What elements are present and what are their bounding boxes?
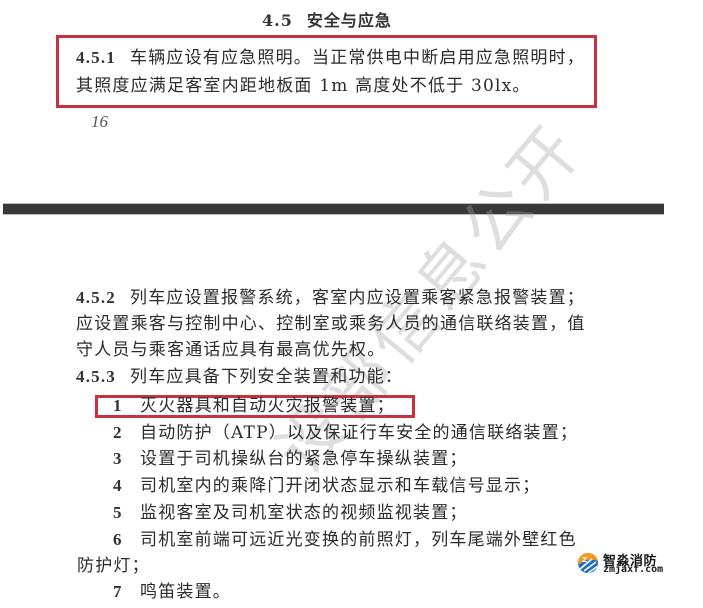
clause-text: 守人员与乘客通话应具有最高优先权。	[76, 340, 386, 360]
clause-text: 列车应具备下列安全装置和功能：	[130, 367, 403, 387]
section-heading: 4.5 安全与应急	[262, 7, 392, 31]
clause-4-5-2-line2: 应设置乘客与控制中心、控制室或乘务人员的通信联络装置，值	[76, 311, 586, 337]
section-title: 安全与应急	[306, 11, 392, 30]
clause-text: 车辆应设有应急照明。当正常供电中断启用应急照明时，	[130, 48, 585, 68]
section-number: 4.5	[262, 11, 293, 30]
highlight-box-item-1	[95, 395, 415, 418]
clause-text: 列车应设置报警系统，客室内应设置乘客紧急报警装置；	[130, 288, 585, 308]
list-item-continuation: 防护灯；	[77, 556, 150, 576]
svg-text:Z: Z	[582, 556, 587, 564]
clause-number: 4.5.1	[76, 48, 116, 67]
clause-4-5-1-line2: 其照度应满足客室内距地板面 1m 高度处不低于 30lx。	[76, 73, 531, 99]
page-number: 16	[91, 112, 108, 131]
logo-icon: Z	[578, 553, 598, 573]
highlight-box-4-5-1	[56, 35, 597, 108]
logo-url: zmjaxf.com	[603, 564, 664, 575]
clause-number: 4.5.3	[76, 367, 116, 386]
page-divider	[3, 203, 664, 215]
clause-text: 其照度应满足客室内距地板面 1m 高度处不低于 30lx。	[76, 76, 531, 96]
clause-4-5-3-intro: 4.5.3 列车应具备下列安全装置和功能：	[76, 364, 403, 390]
clause-4-5-2-line3: 守人员与乘客通话应具有最高优先权。	[76, 337, 385, 363]
clause-number: 4.5.2	[76, 288, 116, 307]
clause-4-5-2-line1: 4.5.2 列车应设置报警系统，客室内应设置乘客紧急报警装置；	[76, 285, 585, 311]
logo-name: 智淼消防	[603, 554, 658, 569]
clause-4-5-1-line1: 4.5.1 车辆应设有应急照明。当正常供电中断启用应急照明时，	[76, 45, 585, 71]
site-logo[interactable]: Z 智淼消防 zmjaxf.com	[576, 550, 666, 580]
clause-text: 应设置乘客与控制中心、控制室或乘务人员的通信联络装置，值	[76, 314, 586, 334]
